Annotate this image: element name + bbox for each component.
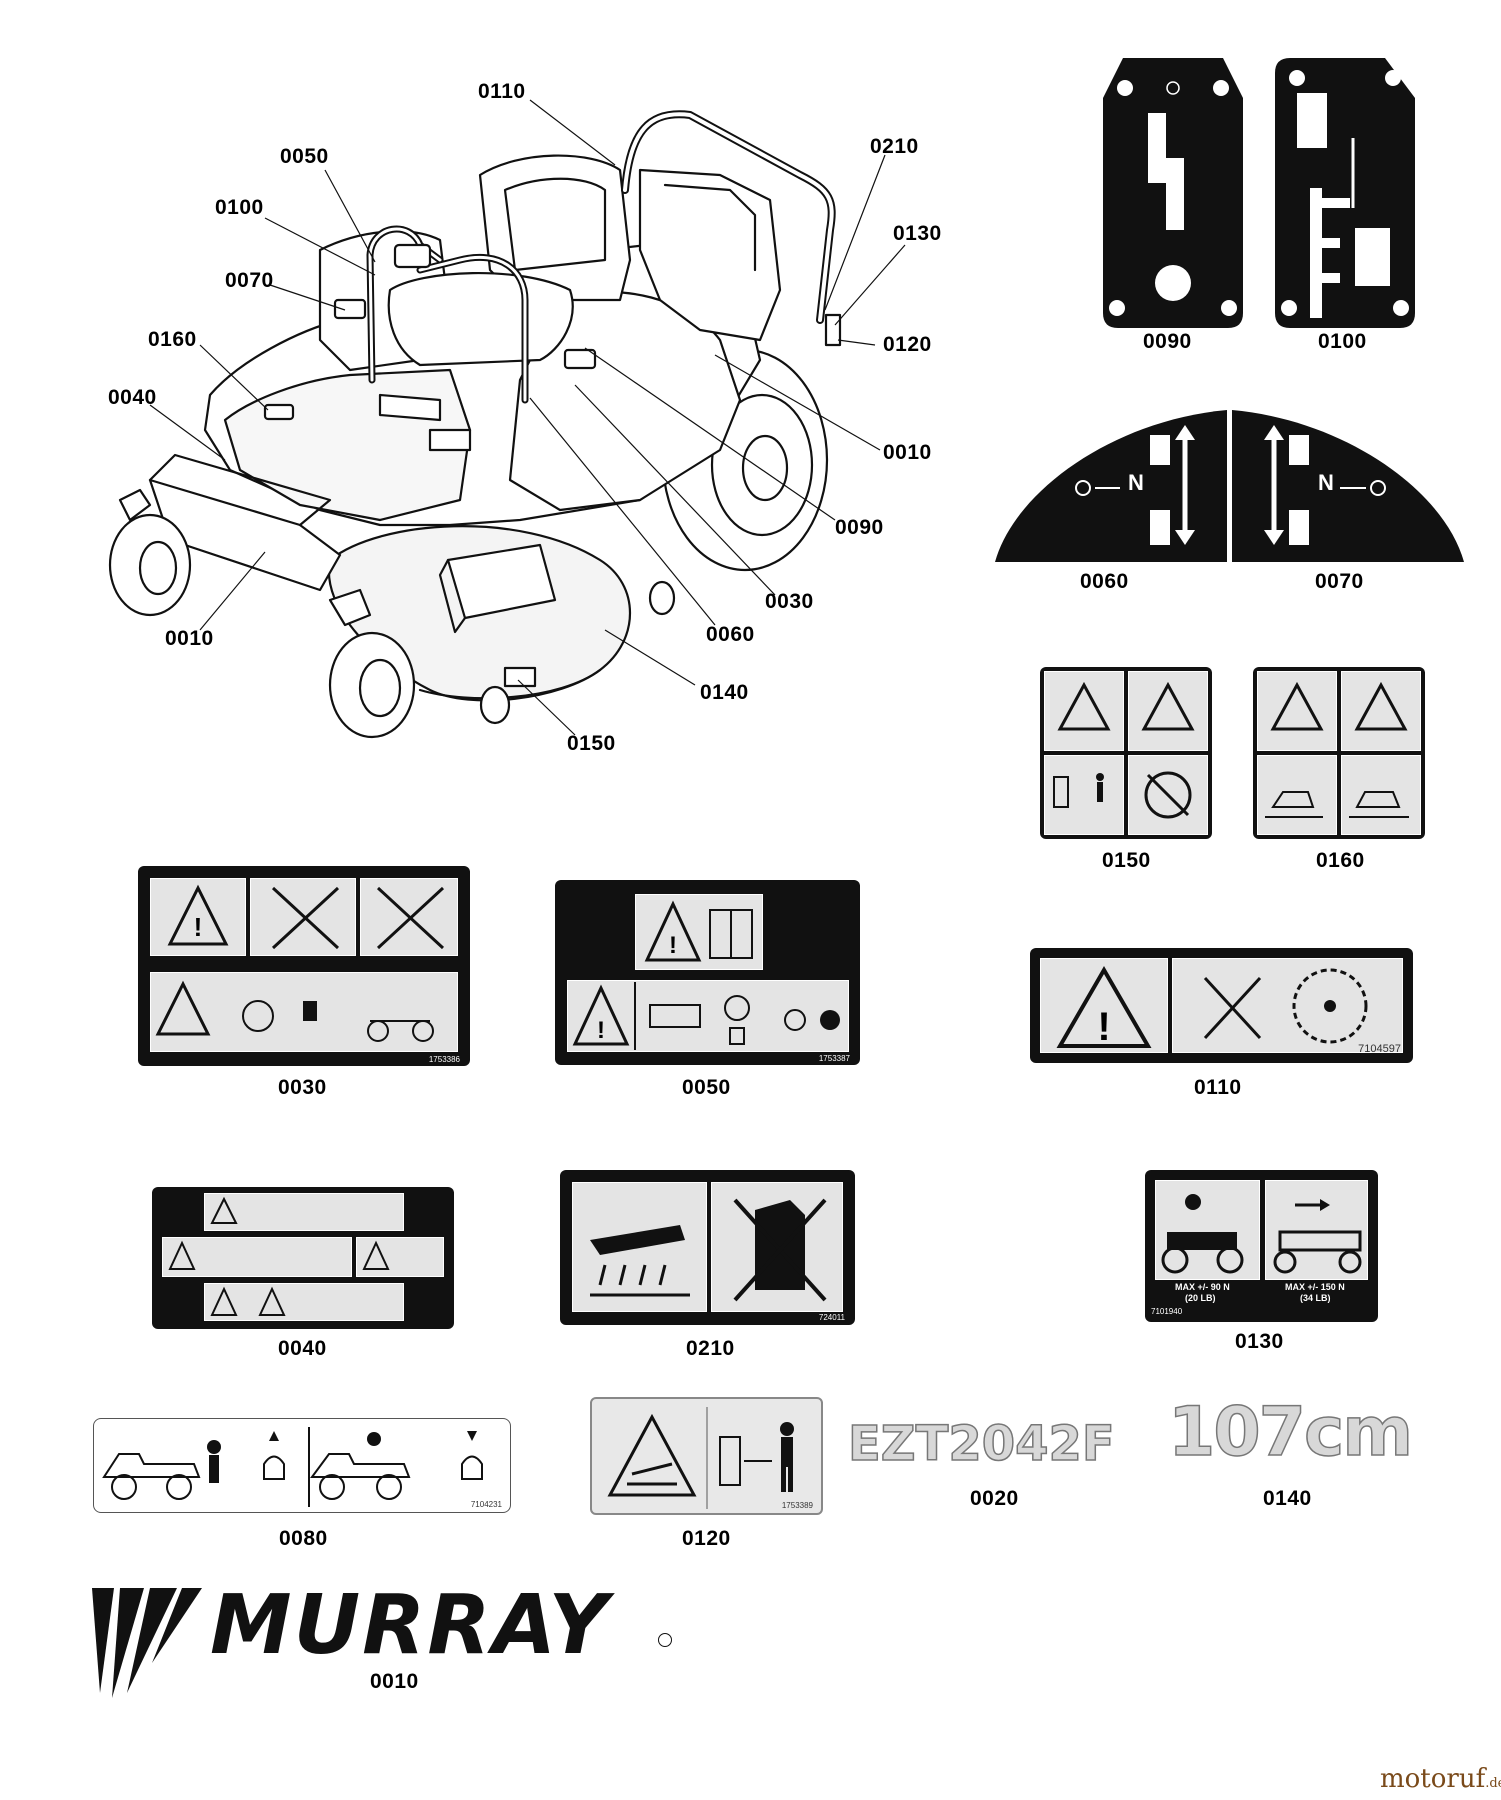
callout-0040: 0040 bbox=[108, 386, 157, 409]
decal-label-0100: 0100 bbox=[1318, 330, 1367, 353]
callout-0060: 0060 bbox=[706, 623, 755, 646]
decal-0140-deck-size: 107cm bbox=[1167, 1392, 1414, 1473]
decal-label-0110: 0110 bbox=[1194, 1076, 1242, 1099]
decal-0130-right-force-lb: (34 LB) bbox=[1300, 1293, 1331, 1303]
decal-0030-part-number: 1753386 bbox=[428, 1055, 460, 1064]
decal-0060-motion-left bbox=[995, 410, 1227, 562]
callout-0070: 0070 bbox=[225, 269, 274, 292]
decal-0060-neutral: N bbox=[1128, 470, 1144, 495]
callout-0160: 0160 bbox=[148, 328, 197, 351]
decal-label-0050: 0050 bbox=[682, 1076, 731, 1099]
decal-0130-left-force-lb: (20 LB) bbox=[1185, 1293, 1216, 1303]
watermark: motoruf.de bbox=[1380, 1764, 1501, 1794]
decal-label-0010: 0010 bbox=[370, 1670, 419, 1693]
decal-label-0030: 0030 bbox=[278, 1076, 327, 1099]
decal-0050-part-number: 1753387 bbox=[818, 1054, 850, 1063]
callout-0100: 0100 bbox=[215, 196, 264, 219]
callout-0150: 0150 bbox=[567, 732, 616, 755]
decal-0080-part-number: 7104231 bbox=[470, 1500, 502, 1509]
decal-0070-motion-right bbox=[1232, 410, 1464, 562]
decal-0100-shift-panel bbox=[1275, 58, 1415, 328]
decal-label-0090: 0090 bbox=[1143, 330, 1192, 353]
decal-0080-seat-switch: 7104231 bbox=[93, 1418, 511, 1513]
decal-0050-warning: ! ! 1753387 bbox=[555, 880, 860, 1065]
svg-text:!: ! bbox=[597, 1017, 605, 1044]
registered-mark-icon bbox=[658, 1633, 672, 1647]
svg-text:!: ! bbox=[194, 912, 203, 942]
callout-0090: 0090 bbox=[835, 516, 884, 539]
decal-0210-warning: 724011 bbox=[560, 1170, 855, 1325]
decal-0110-warning: ! 7104597 bbox=[1030, 948, 1413, 1063]
murray-logo: MURRAY bbox=[210, 1578, 610, 1673]
decal-0070-neutral: N bbox=[1318, 470, 1334, 495]
callout-0010: 0010 bbox=[883, 441, 932, 464]
decal-label-0120: 0120 bbox=[682, 1527, 731, 1550]
callout-0130: 0130 bbox=[893, 222, 942, 245]
decal-0130-force-warning: MAX +/- 90 N (20 LB) MAX +/- 150 N (34 L… bbox=[1145, 1170, 1378, 1322]
decal-label-0040: 0040 bbox=[278, 1337, 327, 1360]
decal-0210-part-number: 724011 bbox=[818, 1313, 845, 1322]
decal-0150-warning bbox=[1040, 667, 1212, 839]
callout-0050: 0050 bbox=[280, 145, 329, 168]
svg-text:!: ! bbox=[1097, 1005, 1110, 1049]
callout-0010-front: 0010 bbox=[165, 627, 214, 650]
decal-0040-warning bbox=[152, 1187, 454, 1329]
decal-0130-right-force: MAX +/- 150 N bbox=[1285, 1282, 1345, 1292]
decal-label-0160: 0160 bbox=[1316, 849, 1365, 872]
decal-0090-shift-panel bbox=[1103, 58, 1243, 328]
decal-label-0130: 0130 bbox=[1235, 1330, 1284, 1353]
decal-0020-model-name: EZT2042F bbox=[847, 1415, 1115, 1473]
watermark-suffix: .de bbox=[1485, 1776, 1501, 1791]
decal-0030-warning: ! 1753386 bbox=[138, 866, 470, 1066]
svg-text:!: ! bbox=[669, 932, 677, 959]
callout-0110: 0110 bbox=[478, 80, 526, 103]
decal-label-0140: 0140 bbox=[1263, 1487, 1312, 1510]
decal-0130-left-force: MAX +/- 90 N bbox=[1175, 1282, 1230, 1292]
callout-0120: 0120 bbox=[883, 333, 932, 356]
decal-0120-part-number: 1753389 bbox=[781, 1501, 813, 1510]
callout-0140: 0140 bbox=[700, 681, 749, 704]
decal-0110-part-number: 7104597 bbox=[1358, 1043, 1401, 1055]
murray-logo-stripes bbox=[92, 1588, 202, 1698]
decal-0160-warning bbox=[1253, 667, 1425, 839]
decal-0120-warning: 1753389 bbox=[590, 1397, 823, 1515]
decal-label-0020: 0020 bbox=[970, 1487, 1019, 1510]
callout-0030: 0030 bbox=[765, 590, 814, 613]
decal-label-0150: 0150 bbox=[1102, 849, 1151, 872]
decal-label-0210: 0210 bbox=[686, 1337, 735, 1360]
callout-0210: 0210 bbox=[870, 135, 919, 158]
decal-label-0070: 0070 bbox=[1315, 570, 1364, 593]
watermark-main: motoruf bbox=[1380, 1764, 1486, 1794]
decal-0130-part-number: 7101940 bbox=[1151, 1307, 1183, 1316]
decal-label-0060: 0060 bbox=[1080, 570, 1129, 593]
decal-label-0080: 0080 bbox=[279, 1527, 328, 1550]
